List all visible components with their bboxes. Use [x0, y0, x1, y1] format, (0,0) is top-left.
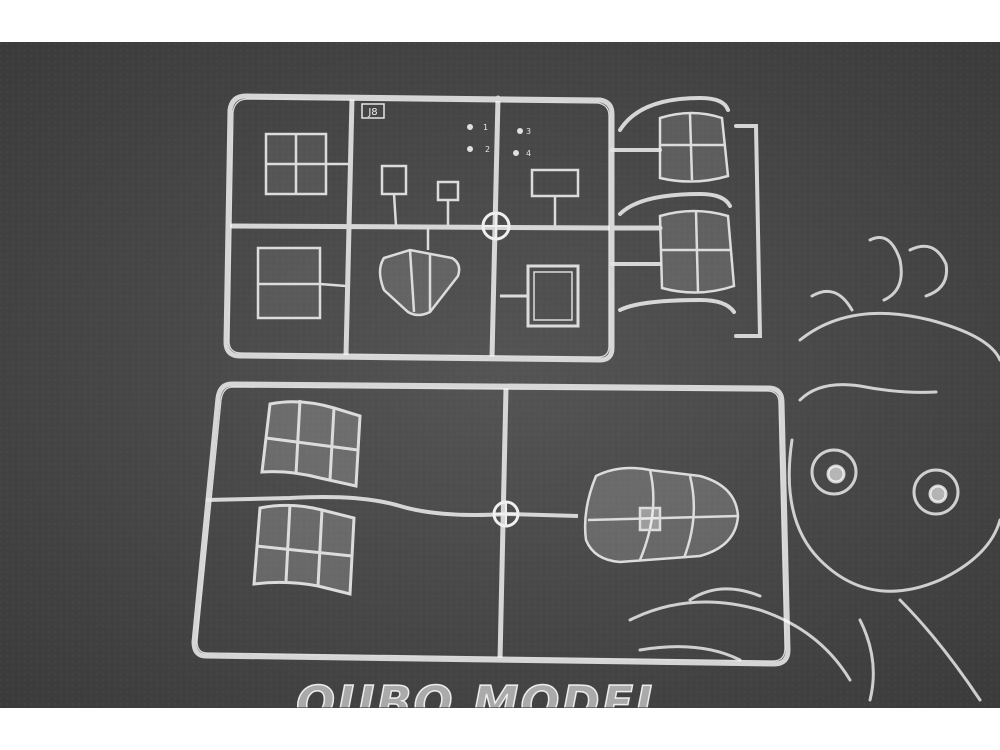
right-sprue-arms [610, 95, 763, 338]
sprue-tag-box [361, 103, 385, 119]
part-number-tag: 4 [526, 149, 531, 158]
cartoon-mascot-watermark-icon [628, 236, 1000, 702]
sprue-tag-label: J8 [367, 107, 377, 118]
small-clear-part [380, 164, 580, 227]
bottom-white-band [0, 708, 1000, 750]
part-number-tag: 3 [526, 127, 531, 136]
window-pane-part [264, 132, 350, 196]
nose-canopy-part [583, 466, 740, 564]
framed-canopy-panel [252, 399, 362, 596]
window-frame-part [500, 264, 580, 328]
part-number-tag: 1 [483, 123, 488, 132]
upper-sprue-inner-lines [228, 98, 610, 358]
window-pane-part [256, 246, 347, 320]
top-white-band [0, 0, 1000, 42]
lower-sprue-frame [191, 381, 791, 667]
part-number-tag: 2 [485, 145, 490, 154]
gunner-canopy-part [378, 228, 461, 317]
lower-sprue-inner-lines [196, 386, 786, 662]
lower-sprue-runner [205, 495, 579, 518]
curved-canopy-part [658, 111, 736, 294]
watermark-text: OUBO MODEL [296, 676, 667, 730]
